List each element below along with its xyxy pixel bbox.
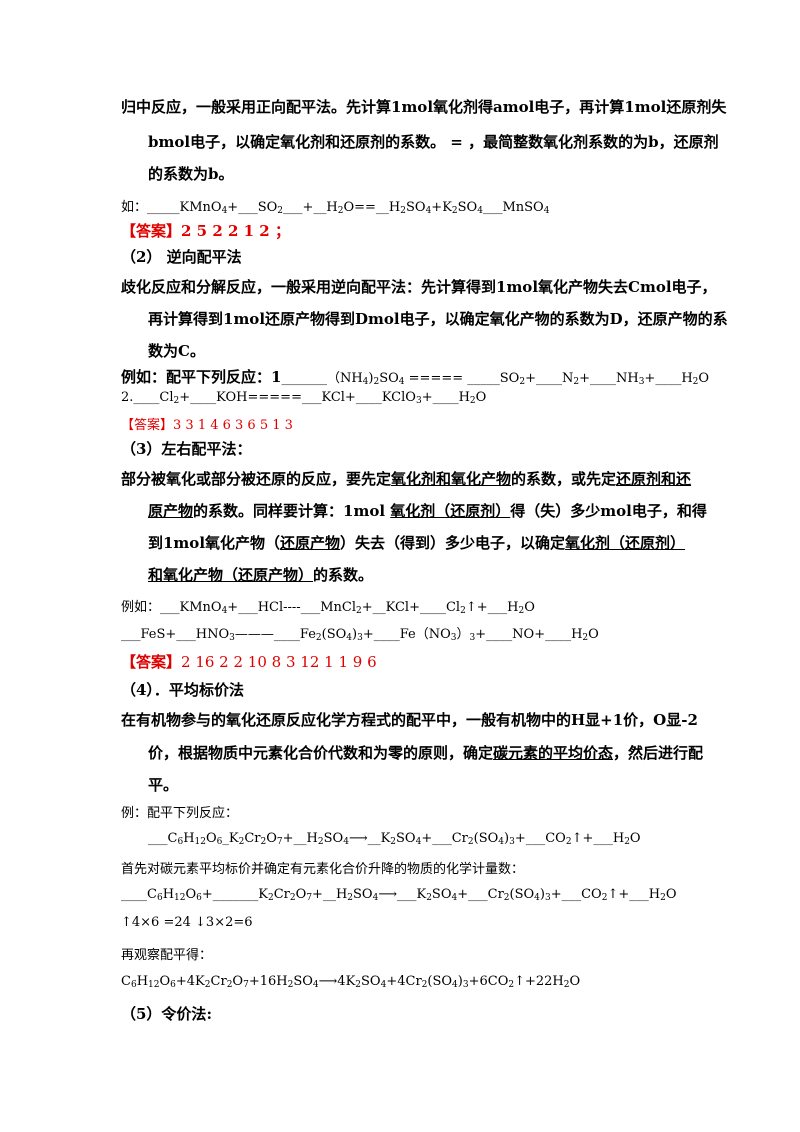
calc-line: ↑4×6 =24 ↓3×2=6 [121, 915, 253, 930]
para-s3-line3: 到1mol氧化产物（还原产物）失去（得到）多少电子，以确定氧化剂（还原剂） [148, 534, 686, 552]
heading-4: （4）．平均标价法 [121, 681, 244, 699]
equation-3: C6H12O6+4K2Cr2O7+16H2SO4⟶4K2SO4+4Cr2(SO4… [121, 974, 581, 990]
heading-3: （3）左右配平法： [121, 440, 252, 458]
answer-2: 【答案】3 3 1 4 6 3 6 5 1 3 [121, 418, 293, 433]
para-s1-line3: 的系数为b。 [148, 165, 234, 183]
para-s2-line2: 再计算得到1mol还原产物得到Dmol电子，以确定氧化产物的系数为D，还原产物的… [148, 310, 728, 328]
para-s2-line1: 歧化反应和分解反应，一般采用逆向配平法：先计算得到1mol氧化产物失去Cmol电… [121, 278, 717, 296]
note-1: 首先对碳元素平均标价并确定有元素化合价升降的物质的化学计量数： [121, 862, 525, 877]
example-5: ___FeS+___HNO3———____Fe2(SO4)3+____Fe（NO… [121, 627, 599, 643]
para-s1-line1: 归中反应，一般采用正向配平法。先计算1mol氧化剂得amol电子，再计算1mol… [121, 98, 727, 116]
para-s3-line4: 和氧化产物（还原产物）的系数。 [148, 566, 374, 584]
example-4: 例如：___KMnO4+___HCl----___MnCl2+__KCl+___… [121, 600, 535, 616]
equation-1: ___C6H12O6_K2Cr2O7+__H2SO4⟶__K2SO4+___Cr… [148, 831, 641, 847]
answer-3: 【答案】2 16 2 2 10 8 3 12 1 1 9 6 [121, 653, 377, 671]
heading-5: （5）令价法: [121, 1005, 212, 1023]
para-s3-line1: 部分被氧化或部分被还原的反应，要先定氧化剂和氧化产物的系数，或先定还原剂和还 [121, 470, 692, 488]
para-s4-line2: 价，根据物质中元素化合价代数和为零的原则，确定碳元素的平均价态，然后进行配 [148, 744, 704, 762]
example-6-label: 例：配平下列反应： [121, 806, 239, 821]
para-s1-line2: bmol电子，以确定氧化剂和还原剂的系数。 = ，最简整数氧化剂系数的为b，还原… [148, 133, 719, 151]
example-3: 2.____Cl2+____KOH=====___KCl+____KClO3+_… [121, 390, 487, 406]
para-s4-line3: 平。 [148, 776, 179, 794]
para-s2-line3: 数为C。 [148, 342, 205, 360]
answer-1: 【答案】2 5 2 2 1 2 ； [121, 222, 290, 240]
example-2: 例如：配平下列反应：1_______（NH4)2SO4 ===== _____S… [121, 368, 710, 387]
para-s4-line1: 在有机物参与的氧化还原反应化学方程式的配平中，一般有机物中的H显+1价，O显-2 [121, 711, 698, 729]
example-1: 如：_____KMnO4+___SO2___+__H2O==__H2SO4+K2… [121, 200, 550, 216]
equation-2: ____C6H12O6+_______K2Cr2O7+__H2SO4⟶___K2… [121, 887, 677, 903]
note-2: 再观察配平得： [121, 948, 213, 963]
heading-2: （2） 逆向配平法 [121, 248, 242, 266]
para-s3-line2: 原产物的系数。同样要计算：1mol 氧化剂（还原剂）得（失）多少mol电子，和得 [148, 502, 707, 520]
